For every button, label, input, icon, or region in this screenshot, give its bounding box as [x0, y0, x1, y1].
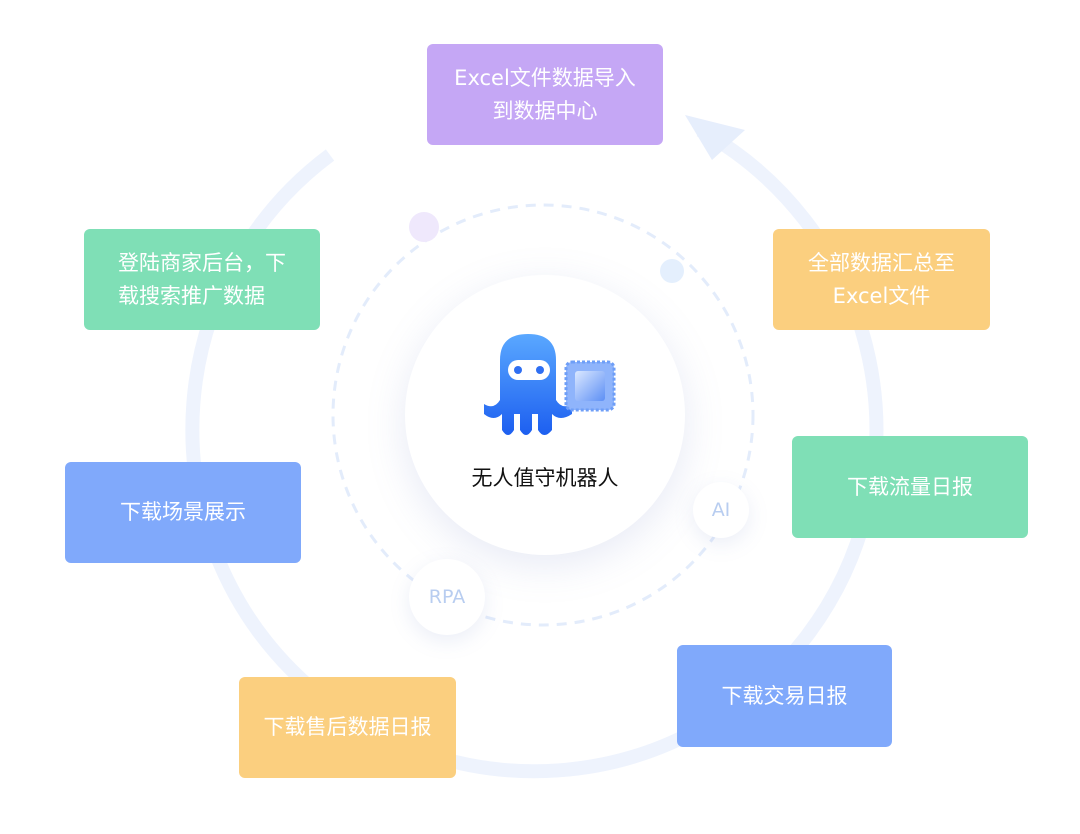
step-scene-display: 下载场景展示 [65, 462, 301, 563]
step-excel-import: Excel文件数据导入到数据中心 [427, 44, 663, 145]
step-text-line: 到数据中心 [492, 98, 598, 123]
step-traffic-report: 下载流量日报 [792, 436, 1028, 538]
cycle-arc [185, 123, 884, 779]
cycle-arrowhead-icon [685, 115, 745, 160]
purple-dot [409, 212, 439, 242]
step-summarize-excel: 全部数据汇总至 Excel文件 [773, 229, 990, 330]
blue-dot [660, 259, 684, 283]
step-text-line: 全部数据汇总至 [808, 250, 955, 275]
step-text-line: 载搜索推广数据 [118, 283, 265, 308]
step-text-line: 登陆商家后台，下 [118, 250, 286, 275]
octopus-robot-icon [484, 334, 616, 435]
step-text-line: Excel文件 [832, 283, 931, 308]
ai-tag: AI [693, 482, 749, 538]
step-login-download: 登陆商家后台，下载搜索推广数据 [84, 229, 320, 330]
step-text-line: Excel文件数据导入 [454, 65, 636, 90]
center-title: 无人值守机器人 [471, 466, 619, 490]
dashed-orbit [331, 203, 755, 627]
step-transaction-report: 下载交易日报 [677, 645, 892, 747]
rpa-tag: RPA [409, 559, 485, 635]
step-aftersales-report: 下载售后数据日报 [239, 677, 456, 778]
